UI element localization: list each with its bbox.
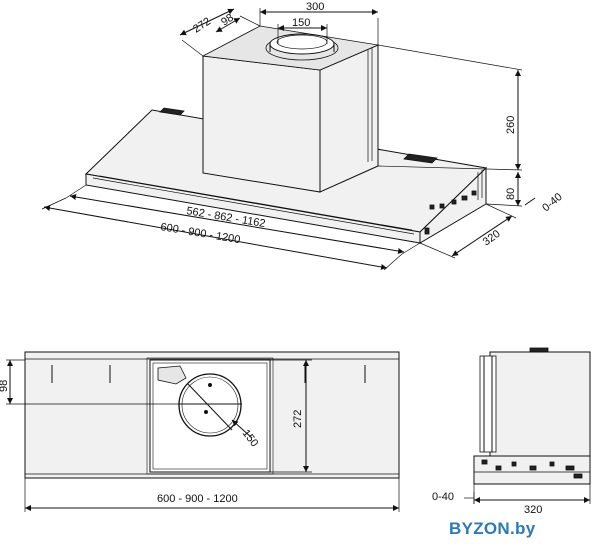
side-box-outline bbox=[489, 351, 591, 457]
side-panel-ports bbox=[424, 170, 483, 235]
dim-80: 80 bbox=[505, 188, 517, 200]
front-view: 150 98 272 600 - 900 - 1200 bbox=[0, 351, 400, 512]
dim-260: 260 bbox=[505, 116, 517, 134]
mount-bracket bbox=[157, 365, 187, 385]
dim-272-front: 272 bbox=[292, 410, 304, 428]
box-side-face bbox=[319, 44, 379, 193]
dim-98-top: 98 bbox=[219, 12, 236, 29]
watermark-text: BYZON.by bbox=[449, 519, 536, 538]
isometric-view: 272 98 300 150 260 80 0-40 320 56 bbox=[41, 1, 565, 271]
dim-0-40-side: 0-40 bbox=[432, 491, 454, 503]
dim-98-front: 98 bbox=[0, 380, 10, 392]
side-view: 0-40 320 bbox=[432, 347, 591, 516]
dim-150-top: 150 bbox=[292, 17, 310, 29]
dim-outer-width-front: 600 - 900 - 1200 bbox=[157, 493, 238, 505]
dim-300: 300 bbox=[306, 1, 324, 13]
dim-outer-width-top: 600 - 900 - 1200 bbox=[160, 221, 242, 246]
duct-circle-front bbox=[178, 373, 242, 437]
dim-272-top: 272 bbox=[191, 15, 213, 35]
side-panel-details bbox=[474, 459, 590, 479]
dim-320-top: 320 bbox=[481, 228, 503, 248]
box-front-face bbox=[202, 55, 321, 193]
dim-320-side: 320 bbox=[524, 504, 542, 516]
dim-0-40-top: 0-40 bbox=[540, 191, 565, 214]
outlet-ring bbox=[265, 33, 339, 61]
